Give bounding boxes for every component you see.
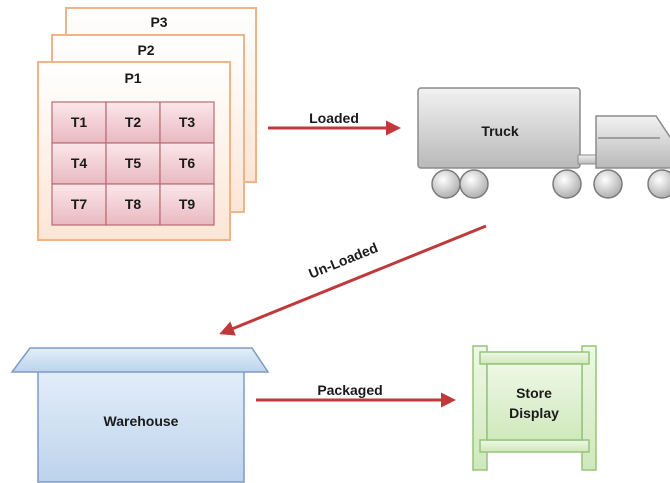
warehouse-body — [37, 367, 245, 483]
warehouse-roof — [10, 347, 270, 373]
tote-t8-label: T8 — [125, 196, 142, 212]
pallet-p1-label: P1 — [124, 70, 141, 86]
tote-grid: T1 T2 T3 T4 T5 T6 T7 T8 T9 — [51, 101, 215, 226]
packaged-arrow: Packaged — [256, 382, 456, 408]
truck-wheel — [459, 169, 489, 199]
store-display-label-line2: Display — [509, 405, 559, 421]
store-display-bottom-bar — [479, 439, 590, 453]
tote-t5-label: T5 — [125, 155, 142, 171]
tote-t1-label: T1 — [71, 114, 88, 130]
packaged-label: Packaged — [317, 382, 382, 398]
unloaded-arrow: Un-Loaded — [219, 224, 487, 336]
tote-t7-label: T7 — [71, 196, 88, 212]
store-display-panel — [486, 363, 583, 441]
truck: Truck — [417, 87, 670, 199]
truck-wheel — [552, 169, 582, 199]
truck-trailer — [417, 87, 581, 169]
truck-wheel — [431, 169, 461, 199]
pallet-stack: P3 P2 P1 T1 T2 T3 T4 T5 T6 T7 T8 T9 — [37, 7, 257, 241]
truck-label: Truck — [481, 123, 519, 139]
store-display: Store Display — [472, 345, 597, 471]
pallet-p2-label: P2 — [137, 42, 154, 58]
tote-t3-label: T3 — [179, 114, 196, 130]
tote-t4-label: T4 — [71, 155, 88, 171]
pallet-p3-label: P3 — [150, 14, 167, 30]
store-display-top-bar — [479, 351, 590, 365]
tote-t6-label: T6 — [179, 155, 196, 171]
warehouse: Warehouse — [10, 347, 270, 483]
loaded-arrow: Loaded — [268, 110, 401, 136]
unloaded-label: Un-Loaded — [306, 239, 380, 281]
tote-t5 — [105, 142, 161, 185]
truck-cab — [595, 115, 670, 169]
tote-t9-label: T9 — [179, 196, 196, 212]
tote-t3 — [159, 101, 215, 144]
tote-t2-label: T2 — [125, 114, 142, 130]
tote-t7 — [51, 183, 107, 226]
truck-wheel — [647, 169, 670, 199]
truck-hitch — [577, 154, 599, 165]
truck-wheel — [593, 169, 623, 199]
store-display-label-line1: Store — [516, 385, 552, 401]
tote-t9 — [159, 183, 215, 226]
warehouse-label: Warehouse — [104, 413, 179, 429]
loaded-label: Loaded — [309, 110, 359, 126]
